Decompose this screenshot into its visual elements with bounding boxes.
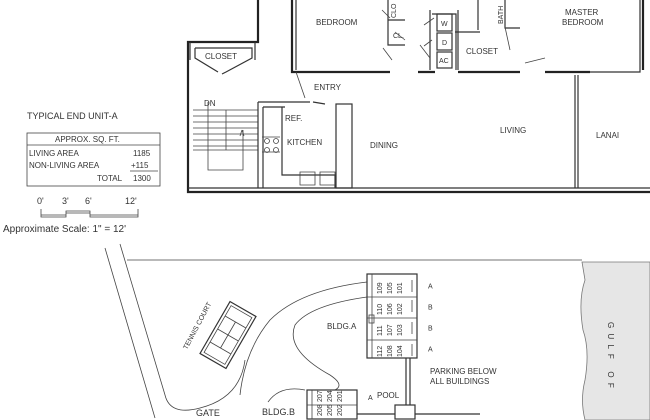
area-table-header: APPROX. SQ. FT. — [55, 135, 120, 144]
room-label-cl: CL. — [393, 33, 404, 40]
total-value: 1300 — [133, 174, 151, 183]
dryer — [436, 32, 453, 51]
walkway-inner — [292, 296, 368, 391]
non-living-area-label: NON-LIVING AREA — [29, 161, 100, 170]
pool — [394, 404, 416, 420]
unit-number: 101 — [397, 282, 404, 294]
gate-label: GATE — [196, 408, 220, 418]
room-label-clo: CLO — [391, 3, 398, 18]
unit-type-label: A — [368, 395, 373, 402]
pool-walk — [405, 358, 411, 405]
ac-unit — [436, 51, 453, 69]
room-label-entry: ENTRY — [314, 83, 342, 92]
gulf-water — [580, 261, 650, 420]
exterior-wall-left — [186, 0, 650, 194]
tennis-court — [199, 300, 257, 370]
label-stairs-down: DN — [204, 99, 216, 108]
unit-number: 207 — [317, 390, 324, 402]
stairs — [193, 102, 258, 171]
scale-tick-0: 0' — [37, 196, 44, 206]
scale-bar: 0' 3' 6' 12' Approximate Scale: 1" = 12' — [3, 196, 139, 235]
building-a: BLDG.A — [327, 273, 418, 359]
scale-tick-12: 12' — [125, 196, 137, 206]
unit-number: 205 — [327, 404, 334, 416]
unit-title: TYPICAL END UNIT-A — [27, 111, 118, 121]
parking-label-2: ALL BUILDINGS — [430, 377, 489, 386]
unit-number: 102 — [397, 303, 404, 315]
scale-caption: Approximate Scale: 1" = 12' — [3, 224, 126, 235]
unit-number: 204 — [327, 390, 334, 402]
unit-number: 109 — [377, 282, 384, 294]
unit-number: 104 — [397, 345, 404, 357]
label-washer: W — [441, 21, 448, 28]
unit-number: 105 — [387, 282, 394, 294]
building-b: BLDG.B — [262, 389, 358, 420]
room-label-dining: DINING — [370, 141, 398, 150]
room-label-living: LIVING — [500, 126, 526, 135]
room-label-master-2: BEDROOM — [562, 18, 604, 27]
unit-number: 103 — [397, 324, 404, 336]
counter — [335, 103, 353, 189]
unit-number: 107 — [387, 324, 394, 336]
pool-label: POOL — [377, 391, 400, 400]
room-label-bedroom: BEDROOM — [316, 18, 358, 27]
unit-type-label: B — [428, 326, 433, 333]
bedroom-wall — [290, 0, 390, 74]
unit-number: 112 — [377, 346, 384, 357]
unit-number: 201 — [337, 390, 344, 402]
washer — [436, 13, 453, 32]
room-label-master-1: MASTER — [565, 8, 599, 17]
scale-tick-3: 3' — [62, 196, 69, 206]
label-dryer: D — [442, 40, 447, 47]
unit-number: 208 — [317, 404, 324, 416]
label-ac: AC — [439, 58, 449, 65]
floor-plan: BEDROOM MASTER BEDROOM CLOSET CLOSET CLO… — [186, 0, 650, 194]
room-label-ref: REF. — [285, 114, 302, 123]
area-table — [26, 132, 161, 187]
room-label-kitchen: KITCHEN — [287, 138, 322, 147]
scale-tick-6: 6' — [85, 196, 92, 206]
living-area-value: 1185 — [133, 149, 151, 158]
unit-legend: TYPICAL END UNIT-A APPROX. SQ. FT. LIVIN… — [3, 111, 161, 235]
walkway-outer — [239, 281, 368, 396]
total-label: TOTAL — [97, 174, 123, 183]
building-b-label: BLDG.B — [262, 407, 295, 417]
unit-type-label: B — [428, 305, 433, 312]
room-label-closet-hall: CLOSET — [205, 52, 237, 61]
living-area-label: LIVING AREA — [29, 149, 79, 158]
parking-label-1: PARKING BELOW — [430, 367, 497, 376]
unit-type-label: A — [428, 347, 433, 354]
lanai-wall — [574, 75, 579, 188]
unit-type-label: A — [428, 284, 433, 291]
unit-number: 110 — [377, 304, 384, 315]
unit-number: 106 — [387, 303, 394, 315]
elevator — [368, 314, 375, 324]
unit-number: 111 — [377, 325, 384, 336]
road — [104, 243, 246, 419]
room-label-closet: CLOSET — [466, 47, 498, 56]
unit-number: 108 — [387, 345, 394, 357]
room-label-bath: BATH — [498, 6, 505, 24]
non-living-area-value: +115 — [131, 161, 149, 170]
room-label-lanai: LANAI — [596, 131, 619, 140]
building-a-label: BLDG.A — [327, 322, 357, 331]
unit-number: 202 — [337, 404, 344, 416]
gulf-label: G U L F O F — [606, 322, 615, 389]
